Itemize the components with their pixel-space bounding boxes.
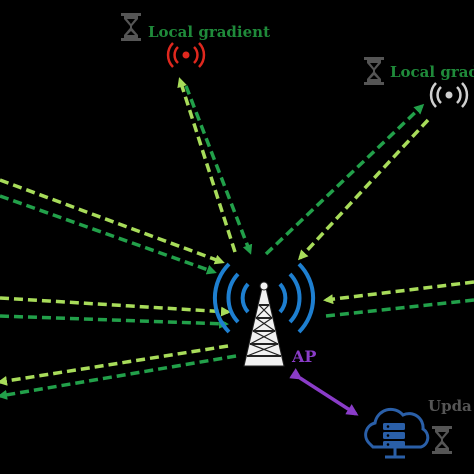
- ap-server-arrow: [289, 368, 359, 416]
- downlink-arrow-right: [264, 103, 425, 256]
- hourglass-icon-bottom: [432, 426, 452, 454]
- local-gradient-label-top: Local gradient: [148, 23, 270, 41]
- ap-tower-icon: [243, 281, 285, 367]
- uplink-arrow-right-low-1: [323, 280, 474, 305]
- downlink-arrow-left-6: [0, 354, 237, 400]
- hourglass-icon: [121, 13, 141, 41]
- uplink-arrow-top: [184, 85, 253, 255]
- red-device-icon: [166, 42, 206, 68]
- update-label: Upda: [428, 397, 472, 415]
- downlink-arrow-top: [177, 77, 237, 253]
- uplink-arrow-left-3: [0, 296, 231, 317]
- uplink-arrow-left-2: [0, 194, 217, 275]
- local-gradient-label-right: Local gradi: [390, 63, 474, 81]
- uplink-arrow-left-4: [0, 314, 229, 329]
- wireless-signal-icon: [212, 262, 316, 334]
- uplink-arrow-right-low-2: [325, 298, 474, 318]
- downlink-arrow-left-5: [0, 344, 229, 386]
- cloud-server-icon: [364, 407, 430, 459]
- gray-device-icon: [429, 82, 469, 108]
- uplink-arrow-left-1: [0, 178, 225, 265]
- hourglass-icon-right: [364, 57, 384, 85]
- ap-label: AP: [291, 347, 316, 366]
- uplink-arrow-right: [297, 118, 430, 261]
